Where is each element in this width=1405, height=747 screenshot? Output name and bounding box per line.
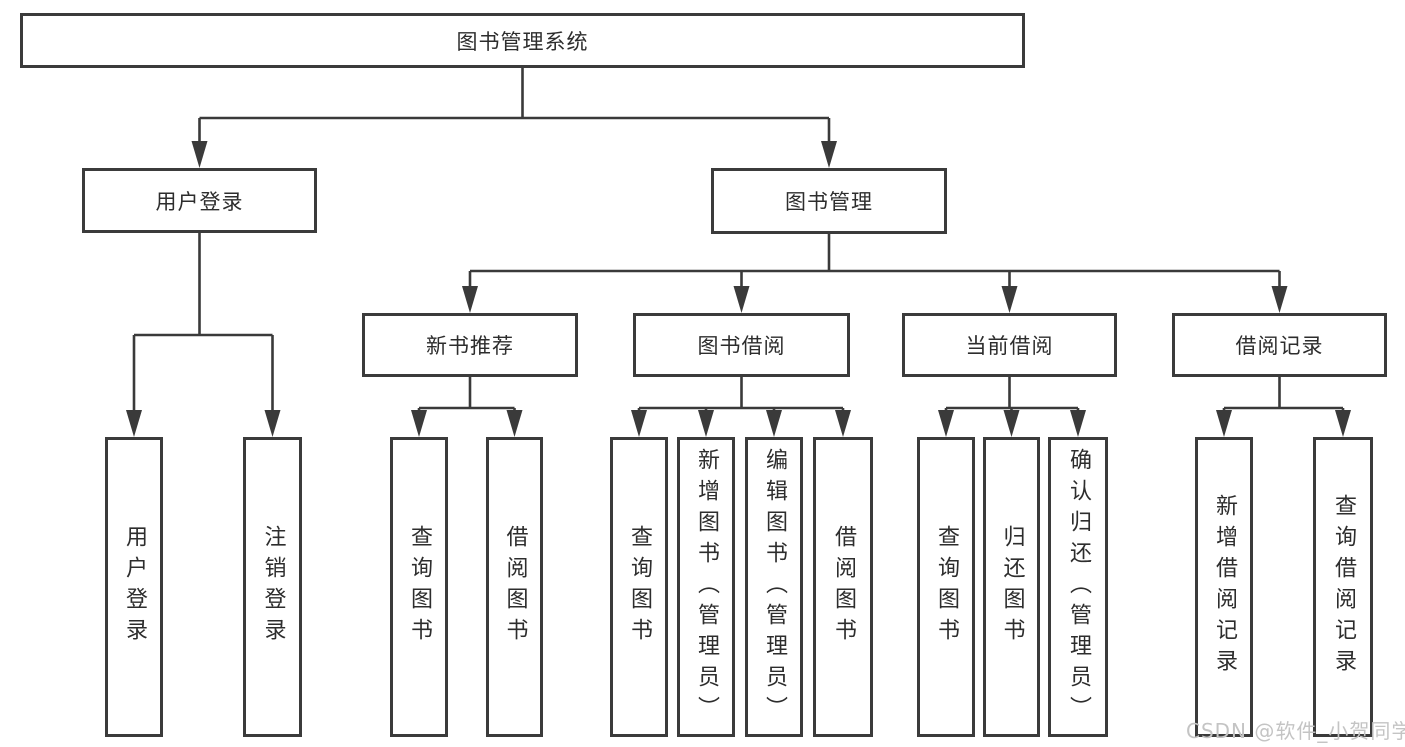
node-borrow-records: 借阅记录 [1172,313,1387,377]
node-label: 查询图书 [407,525,432,649]
node-new-book-recommend: 新书推荐 [362,313,578,377]
node-label: 新书推荐 [426,334,514,358]
node-user-login: 用户登录 [82,168,317,233]
arrowhead [821,141,837,168]
arrowhead [191,141,208,168]
node-book-management: 图书管理 [711,168,947,234]
node-label: 查询借阅记录 [1331,494,1356,680]
connector-root-to-level2 [198,68,831,142]
arrowhead [835,410,851,437]
connector-borrow-records-to-leaves [1222,377,1345,411]
leaf-return-books: 归还图书 [983,437,1040,737]
leaf-confirm-return-admin: 确认归还（管理员） [1048,437,1108,737]
leaf-borrow-books: 借阅图书 [813,437,873,737]
arrowhead [1271,286,1288,313]
leaf-add-books-admin: 新增图书（管理员） [677,437,735,737]
node-label: 查询图书 [627,525,652,649]
node-library-management-system: 图书管理系统 [20,13,1025,68]
leaf-query-books-current: 查询图书 [917,437,975,737]
node-label: 借阅图书 [502,525,528,649]
arrowhead [1001,286,1018,313]
node-current-borrow: 当前借阅 [902,313,1117,377]
node-book-borrow: 图书借阅 [633,313,850,377]
leaf-add-borrow-record: 新增借阅记录 [1195,437,1253,737]
arrowhead [1070,410,1086,437]
watermark: CSDN @软件_小贺同学 [1186,719,1405,743]
node-label: 新增图书（管理员） [694,447,719,727]
connector-new-book-recommend-to-leaves [417,377,516,411]
leaf-logout-login: 注销登录 [243,437,302,737]
arrowhead [766,410,782,437]
node-label: 借阅图书 [831,525,856,649]
leaf-user-login: 用户登录 [105,437,163,737]
arrowhead [733,286,750,313]
leaf-query-borrow-record: 查询借阅记录 [1313,437,1373,737]
connector-current-borrow-to-leaves [944,377,1080,411]
arrowhead [411,410,427,437]
node-label: 新增借阅记录 [1212,494,1237,680]
connector-book-borrow-to-leaves [637,377,845,411]
node-label: 图书管理 [785,190,873,214]
arrowhead [1335,410,1351,437]
leaf-borrow-books-recommend: 借阅图书 [486,437,543,737]
leaf-edit-books-admin: 编辑图书（管理员） [745,437,803,737]
node-label: 用户登录 [122,525,147,649]
node-label: 归还图书 [999,525,1025,649]
arrowhead [698,410,714,437]
arrowhead [1003,410,1020,437]
connector-user-login-to-leaves [132,233,274,411]
arrowhead [264,410,281,437]
node-label: 借阅记录 [1235,334,1324,358]
arrowhead [126,410,142,437]
node-label: 用户登录 [155,189,244,214]
node-label: 编辑图书（管理员） [762,447,787,727]
leaf-query-books-borrow: 查询图书 [610,437,668,737]
arrowhead [631,410,647,437]
node-label: 注销登录 [260,525,286,649]
connector-book-management-to-level3 [468,233,1281,287]
node-label: 查询图书 [934,525,959,649]
arrowhead [938,410,954,437]
arrowhead [506,410,523,437]
node-label: 图书管理系统 [456,29,589,54]
node-label: 确认归还（管理员） [1066,447,1091,727]
node-label: 当前借阅 [965,334,1054,358]
arrowhead [1216,410,1232,437]
arrowhead [462,286,478,313]
node-label: 图书借阅 [697,334,786,358]
leaf-query-books-recommend: 查询图书 [390,437,448,737]
